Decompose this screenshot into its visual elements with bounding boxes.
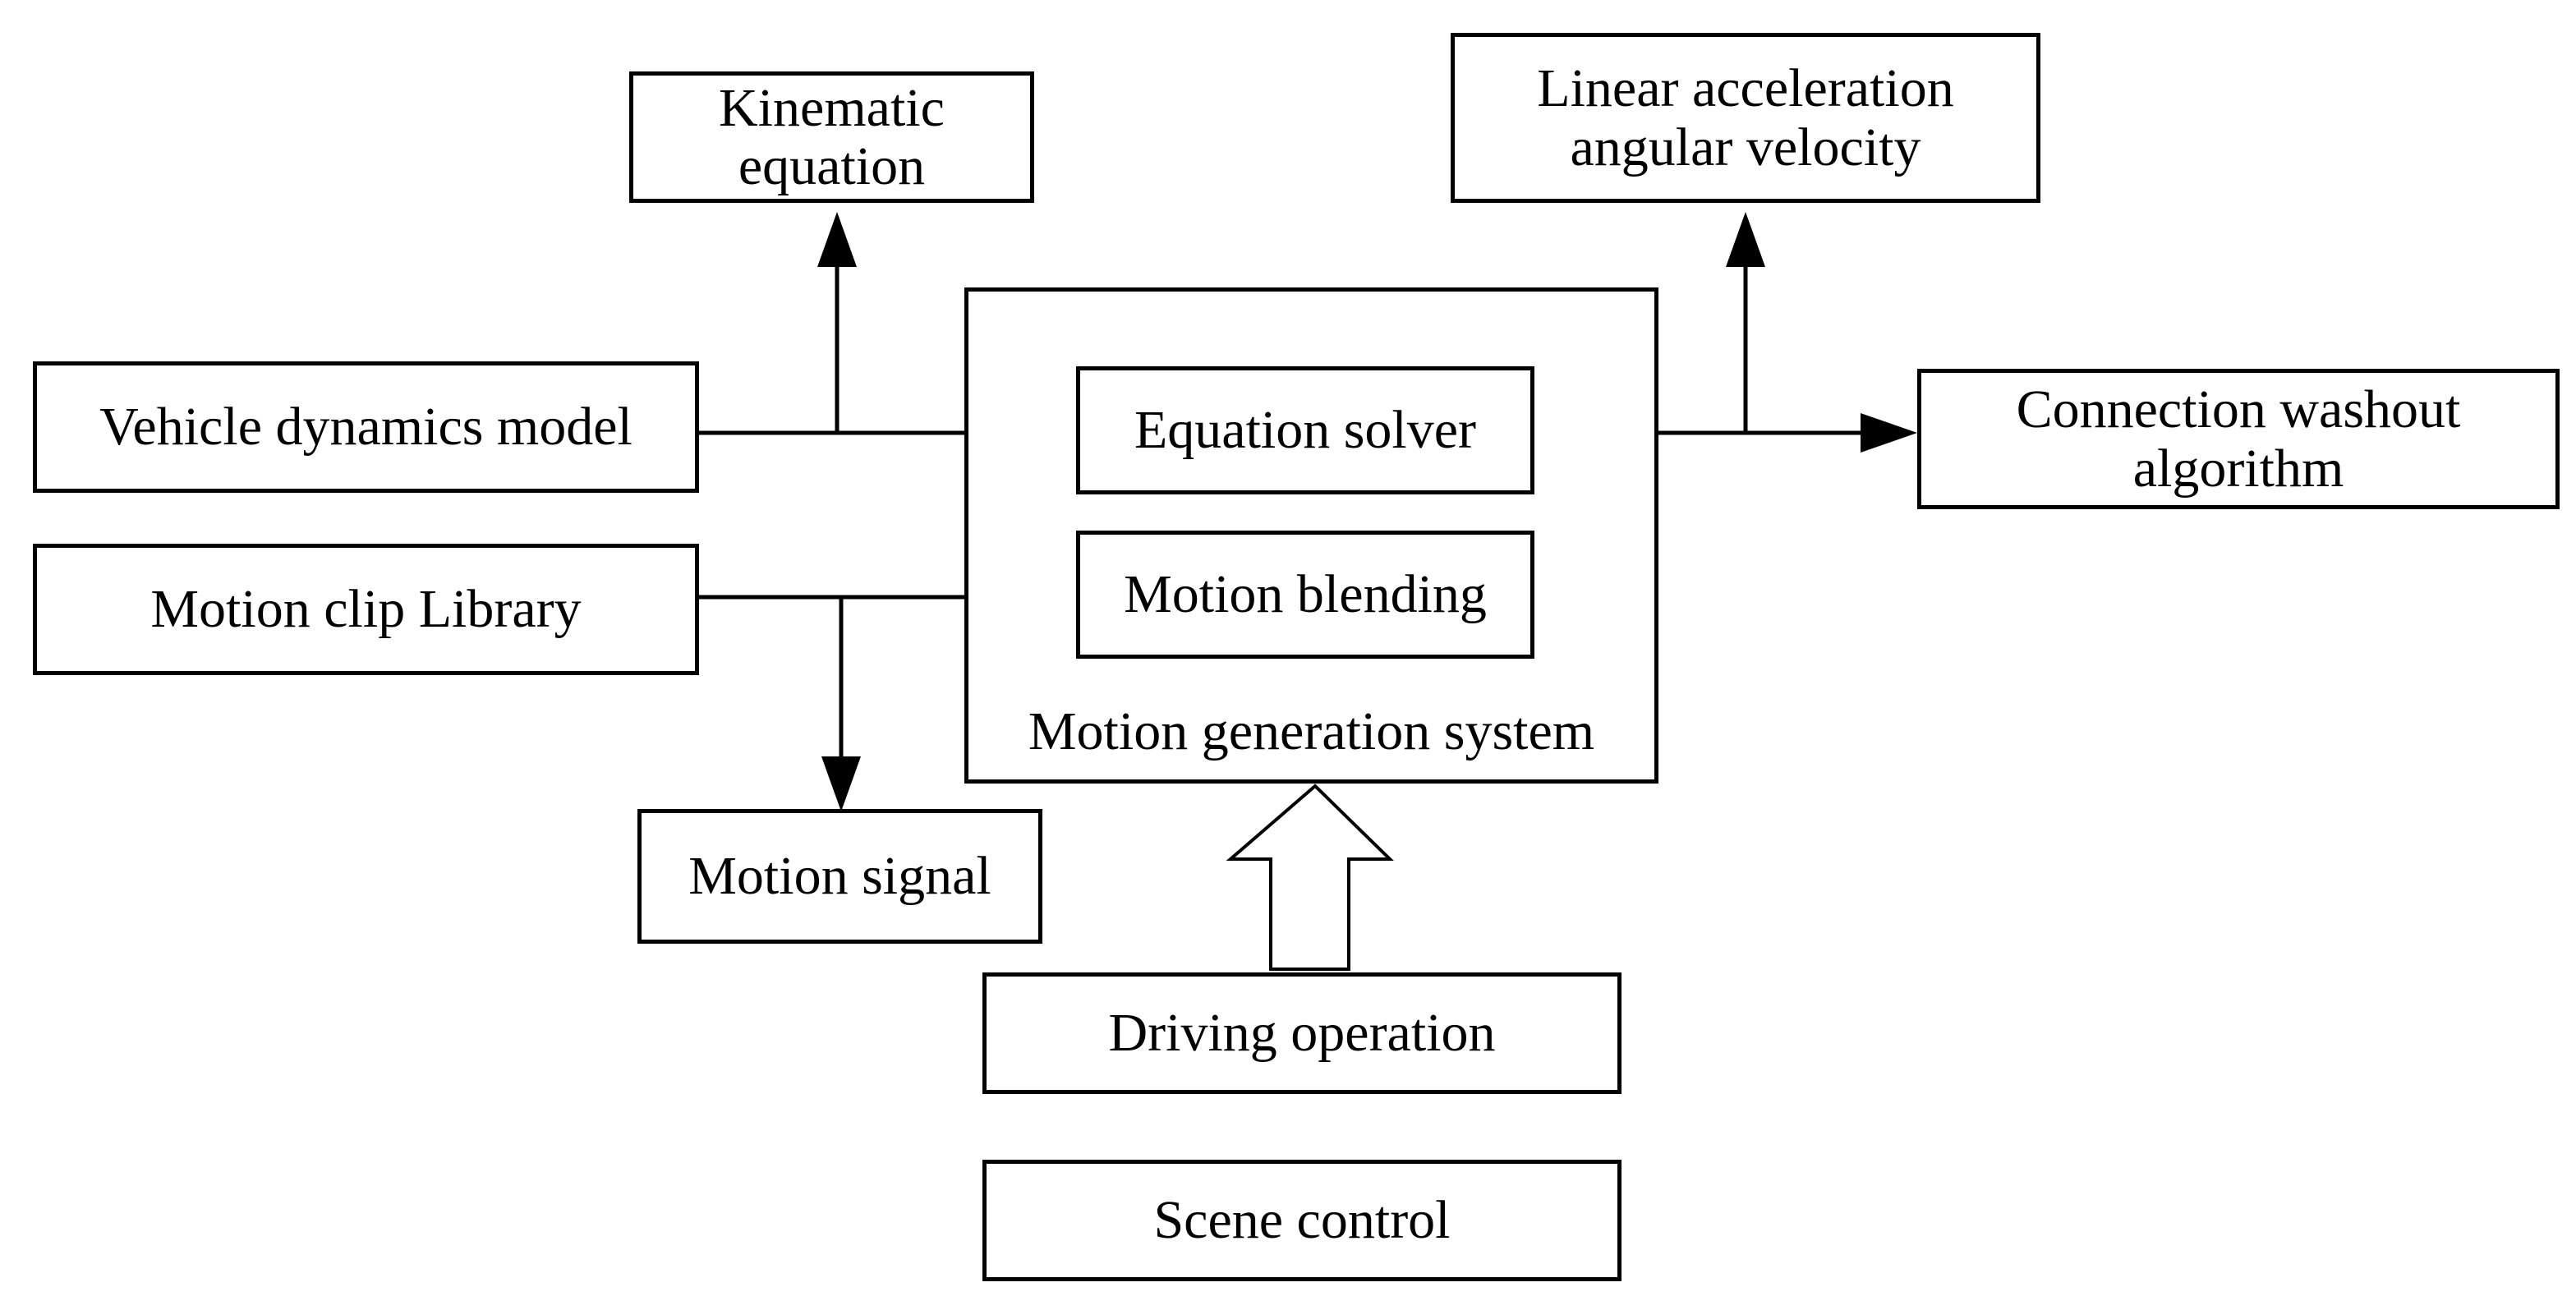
equation-solver-box: Equation solver [1076, 366, 1534, 494]
linear-acceleration-box: Linear acceleration angular velocity [1451, 33, 2040, 203]
connection-washout-box: Connection washout algorithm [1917, 369, 2560, 509]
motion-clip-library-box: Motion clip Library [33, 544, 699, 675]
driving-operation-box: Driving operation [982, 972, 1622, 1094]
vehicle-dynamics-model-box: Vehicle dynamics model [33, 361, 699, 493]
motion-signal-box: Motion signal [637, 809, 1042, 944]
motion-generation-system-label: Motion generation system [1028, 701, 1595, 761]
kinematic-equation-box: Kinematic equation [629, 71, 1034, 203]
motion-blending-box: Motion blending [1076, 531, 1534, 659]
scene-control-box: Scene control [982, 1160, 1622, 1281]
